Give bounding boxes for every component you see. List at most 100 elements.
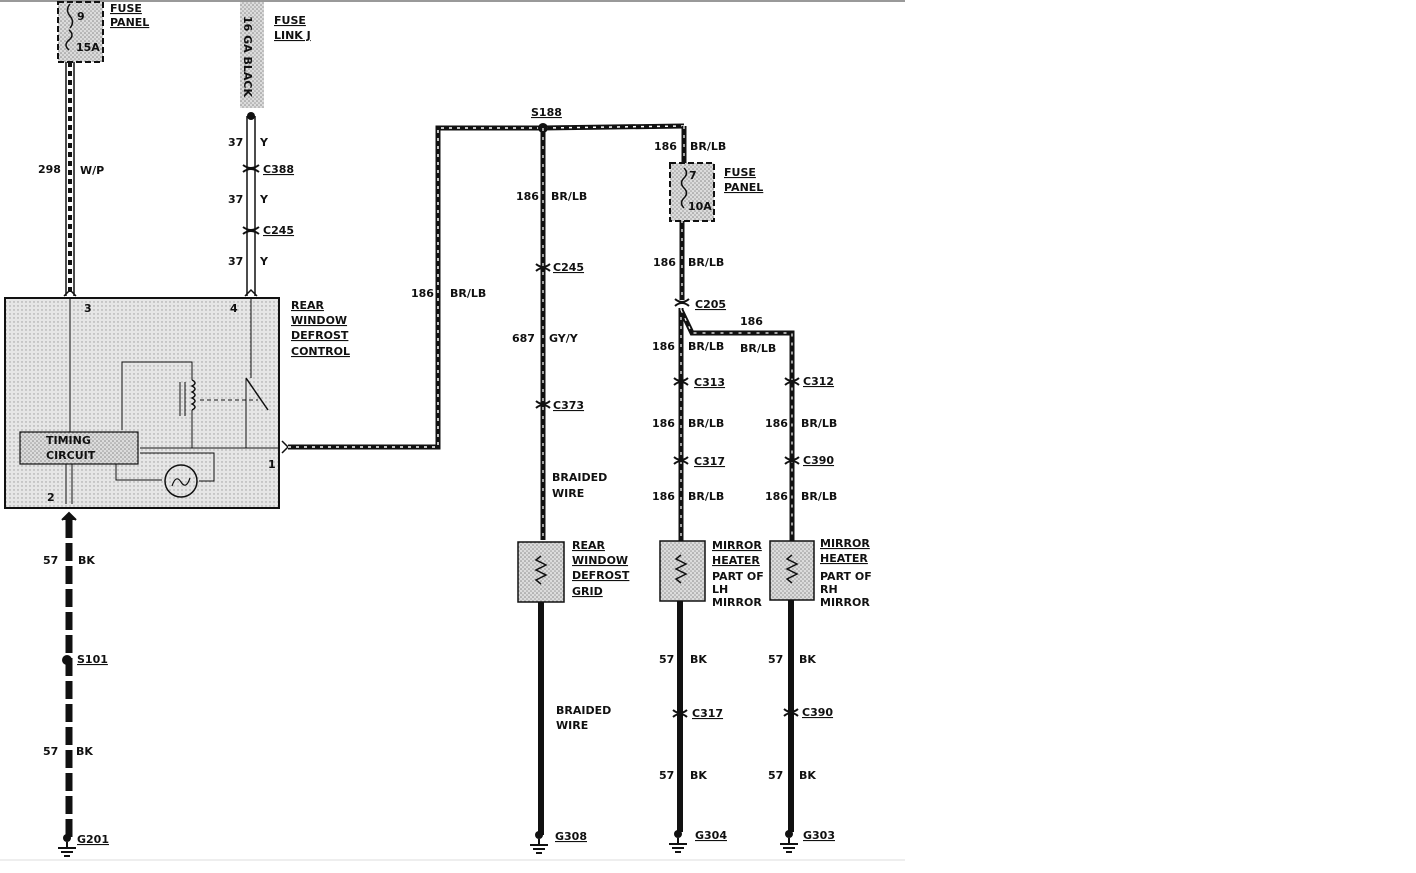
rh-wire4-number: 57 — [768, 653, 783, 666]
connector-c388-icon — [242, 164, 260, 173]
fuse-rating: 15A — [76, 41, 100, 54]
grid-label-3: DEFROST — [572, 569, 630, 582]
defrost-control-module — [4, 288, 290, 509]
connector-c317-top-label: C317 — [694, 455, 725, 468]
ground-g304-icon — [669, 830, 687, 853]
rh-top-wire-color: BR/LB — [740, 342, 776, 355]
fuse-panel-right: 7 10A — [669, 162, 715, 222]
timing-circuit-label-2: CIRCUIT — [46, 449, 96, 462]
lh-wire3-number: 186 — [652, 490, 675, 503]
connector-c205-icon — [674, 298, 690, 307]
pin-1-label: 1 — [268, 458, 276, 471]
wire-lh-branch — [677, 308, 684, 832]
pin-4-label: 4 — [230, 302, 238, 315]
fuse-panel-right-label-2: PANEL — [724, 181, 763, 194]
right-feed-top-number: 186 — [654, 140, 677, 153]
control-label-4: CONTROL — [291, 345, 350, 358]
lh-wire3-color: BR/LB — [688, 490, 724, 503]
connector-c205-label: C205 — [695, 298, 726, 311]
grid-wire1-number: 186 — [516, 190, 539, 203]
rh-part-of-2: RH — [820, 583, 838, 596]
fuse-link-wire-label: 16 GA BLACK — [241, 16, 254, 97]
fuse-right-number: 7 — [689, 169, 697, 182]
connector-c390-top-icon — [784, 456, 800, 465]
rh-wire3-color: BR/LB — [801, 490, 837, 503]
connector-c312-icon — [784, 377, 800, 386]
fuse-panel-label-2: PANEL — [110, 16, 149, 29]
control-label-1: REAR — [291, 299, 324, 312]
right-feed-top-color: BR/LB — [690, 140, 726, 153]
connector-c245-right-label: C245 — [553, 261, 584, 274]
lh-wire5-number: 57 — [659, 769, 674, 782]
grid-label-2: WINDOW — [572, 554, 628, 567]
wire-37-number-2: 37 — [228, 193, 243, 206]
ground-g201-label: G201 — [77, 833, 109, 846]
wire-37-color-3: Y — [259, 255, 269, 268]
connector-c317-bottom-label: C317 — [692, 707, 723, 720]
connector-c388-label: C388 — [263, 163, 294, 176]
ground-g304-label: G304 — [695, 829, 727, 842]
connector-c390-bottom-icon — [783, 708, 799, 717]
connector-c373-icon — [535, 400, 551, 409]
lh-part-of-2: LH — [712, 583, 728, 596]
connector-c245-left-label: C245 — [263, 224, 294, 237]
right-feed-below-color: BR/LB — [688, 256, 724, 269]
lh-part-of-3: MIRROR — [712, 596, 762, 609]
rh-wire4-color: BK — [799, 653, 816, 666]
lh-wire4-number: 57 — [659, 653, 674, 666]
connector-c312-label: C312 — [803, 375, 834, 388]
rh-wire5-color: BK — [799, 769, 816, 782]
wire-57-left-color-1: BK — [78, 554, 95, 567]
timing-circuit-label-1: TIMING — [46, 434, 91, 447]
rh-heater-label-1: MIRROR — [820, 537, 870, 550]
ground-g303-label: G303 — [803, 829, 835, 842]
lh-wire1-number: 186 — [652, 340, 675, 353]
control-label-3: DEFROST — [291, 329, 349, 342]
wire-37 — [246, 112, 256, 296]
wire-37-number-3: 37 — [228, 255, 243, 268]
connector-c390-bottom-label: C390 — [802, 706, 833, 719]
fuse-right-rating: 10A — [688, 200, 712, 213]
lh-wire5-color: BK — [690, 769, 707, 782]
wire-298-number: 298 — [38, 163, 61, 176]
connector-c245-left-icon — [242, 226, 260, 235]
fuse-link-label-2: LINK J — [274, 29, 311, 42]
relay-coil-icon — [190, 379, 196, 411]
rh-part-of-3: MIRROR — [820, 596, 870, 609]
grid-wire2-number: 687 — [512, 332, 535, 345]
right-feed-below-number: 186 — [653, 256, 676, 269]
connector-c245-right-icon — [535, 263, 551, 272]
wire-37-number-1: 37 — [228, 136, 243, 149]
splice-s101-label: S101 — [77, 653, 108, 666]
wire-57-left-number-1: 57 — [43, 554, 58, 567]
rh-part-of-1: PART OF — [820, 570, 872, 583]
grid-label-4: GRID — [572, 585, 603, 598]
defrost-grid-icon — [517, 541, 565, 603]
lh-mirror-heater-icon — [659, 540, 706, 602]
fuse-symbol-icon — [65, 29, 73, 51]
wire-37-color-1: Y — [259, 136, 269, 149]
braided-upper-1: BRAIDED — [552, 471, 607, 484]
ground-g308-label: G308 — [555, 830, 587, 843]
wire-186-main-number: 186 — [411, 287, 434, 300]
braided-lower-1: BRAIDED — [556, 704, 611, 717]
wire-298-color: W/P — [80, 164, 104, 177]
lh-wire1-color: BR/LB — [688, 340, 724, 353]
rh-wire5-number: 57 — [768, 769, 783, 782]
wire-rh-branch — [678, 308, 795, 832]
grid-wire2-color: GY/Y — [549, 332, 579, 345]
connector-c317-bottom-icon — [672, 709, 688, 718]
braided-lower-2: WIRE — [556, 719, 588, 732]
pin-3-label: 3 — [84, 302, 92, 315]
lh-wire2-color: BR/LB — [688, 417, 724, 430]
lh-part-of-1: PART OF — [712, 570, 764, 583]
grid-wire1-color: BR/LB — [551, 190, 587, 203]
connector-c390-top-label: C390 — [803, 454, 834, 467]
lh-wire2-number: 186 — [652, 417, 675, 430]
splice-s101-icon — [62, 655, 72, 665]
page-border — [0, 0, 905, 861]
wire-57-left-color-2: BK — [76, 745, 93, 758]
rh-top-wire-number: 186 — [740, 315, 763, 328]
indicator-lamp-icon — [164, 464, 198, 498]
